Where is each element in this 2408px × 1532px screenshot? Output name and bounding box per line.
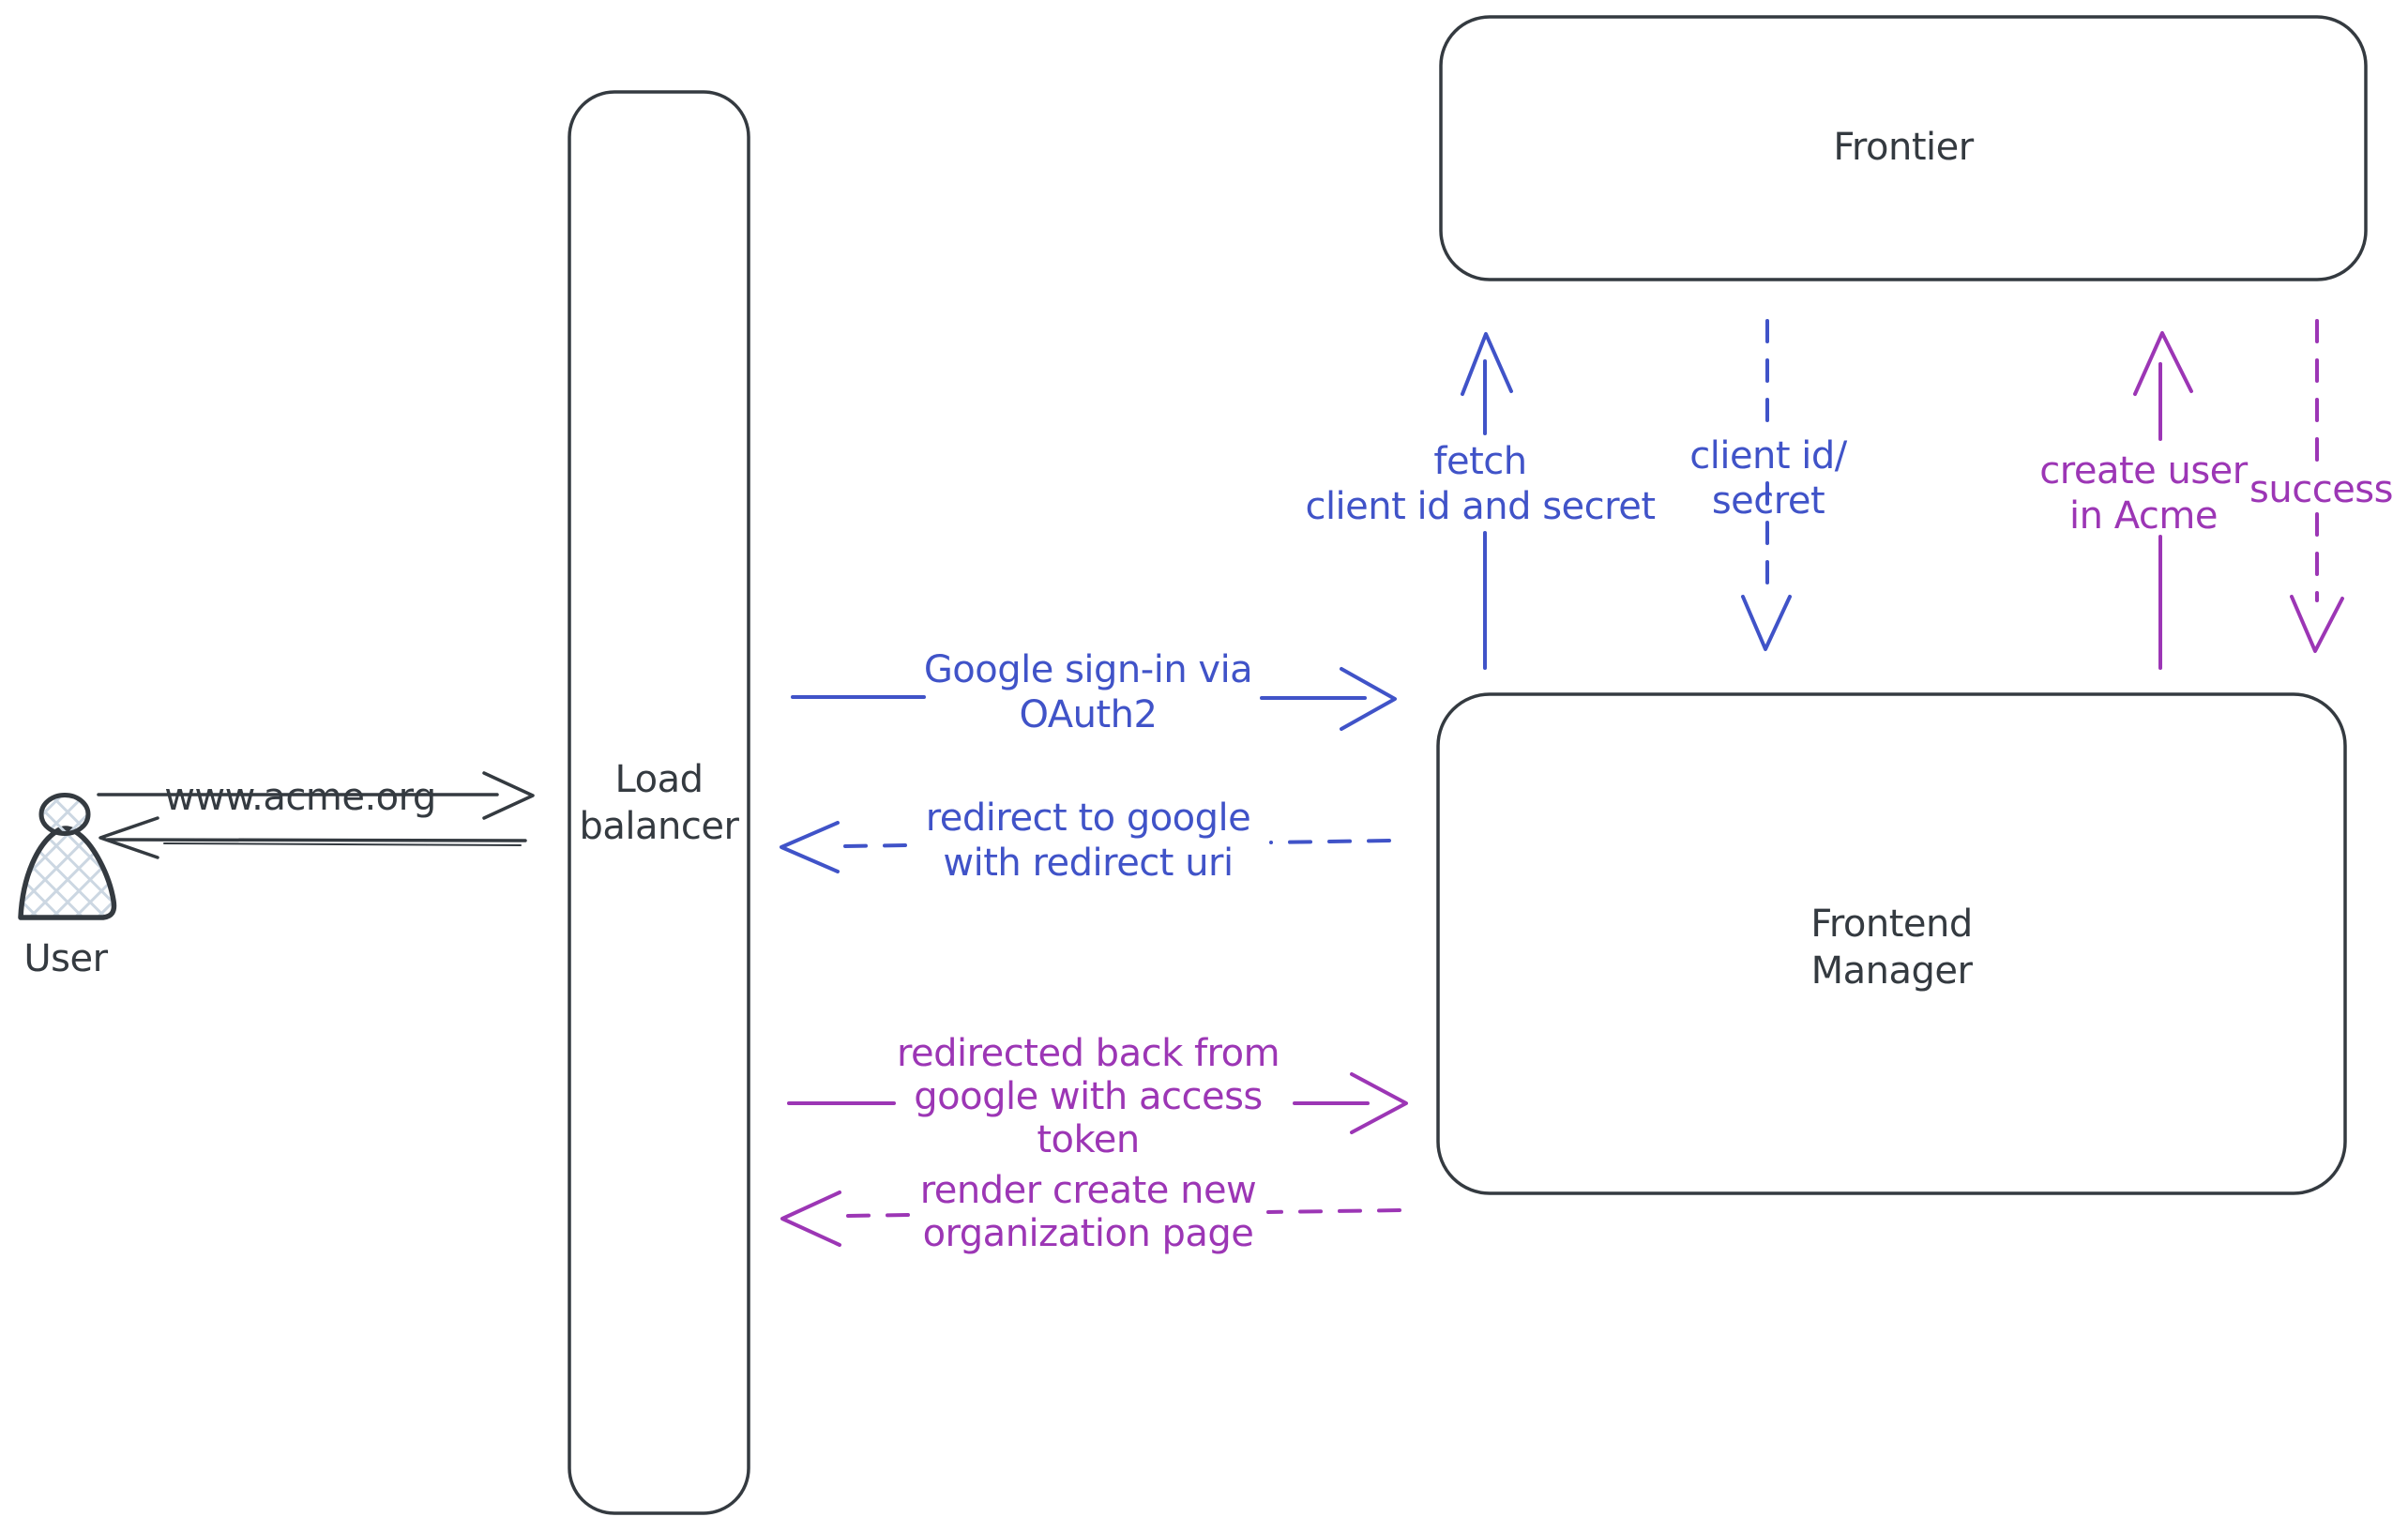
user-head xyxy=(38,793,91,836)
success-label: success xyxy=(2249,468,2393,511)
redirect-label-line2: with redirect uri xyxy=(943,842,1234,885)
signin-label-line1: Google sign-in via xyxy=(923,648,1253,691)
frontend-manager-label: Frontend Manager xyxy=(1438,901,2345,994)
client-id-label: client id/ secret xyxy=(1628,433,1909,523)
user-figure-icon xyxy=(18,793,117,920)
arrow-create-user xyxy=(2133,331,2193,670)
load-balancer-box xyxy=(568,90,750,1515)
frontend-manager-label-line2: Manager xyxy=(1810,949,1973,993)
www-acme-label: www.acme.org xyxy=(164,776,436,819)
create-user-label-line2: in Acme xyxy=(2069,494,2218,538)
fetch-label: fetch client id and secret xyxy=(1293,439,1668,529)
arrow-fetch xyxy=(1461,332,1513,670)
redirect-label: redirect to google with redirect uri xyxy=(863,796,1313,886)
frontier-box xyxy=(1439,15,2368,281)
frontend-manager-label-line1: Frontend xyxy=(1810,903,1973,946)
load-balancer-label: Load balancer xyxy=(569,756,749,850)
arrow-signin xyxy=(791,667,1397,731)
render-page-label-line1: render create new xyxy=(919,1169,1257,1212)
redirected-back-label-line3: token xyxy=(1037,1118,1140,1161)
frontend-manager-box xyxy=(1436,692,2347,1195)
arrow-redirect xyxy=(841,839,1391,848)
arrow-client-id-head xyxy=(1741,595,1792,651)
arrow-success-head xyxy=(2290,595,2344,653)
create-user-label-line1: create user xyxy=(2039,449,2248,493)
arrow-lb-to-user xyxy=(98,816,527,859)
create-user-label: create user in Acme xyxy=(2003,448,2284,538)
arrow-user-to-lb xyxy=(97,771,535,820)
user-label: User xyxy=(23,937,108,980)
client-id-label-line1: client id/ xyxy=(1689,434,1847,478)
fetch-label-line2: client id and secret xyxy=(1305,485,1656,528)
arrow-render-page xyxy=(842,1208,1401,1218)
arrow-redirected-back xyxy=(787,1072,1408,1134)
arrow-redirect-head xyxy=(780,821,840,873)
render-page-label: render create new organization page xyxy=(844,1169,1332,1255)
signin-label: Google sign-in via OAuth2 xyxy=(863,647,1313,737)
redirect-label-line1: redirect to google xyxy=(925,796,1251,840)
render-page-label-line2: organization page xyxy=(922,1212,1254,1255)
redirected-back-label-line2: google with access xyxy=(914,1075,1263,1118)
arrow-render-page-head xyxy=(780,1191,841,1247)
frontier-label: Frontier xyxy=(1833,126,1974,169)
redirected-back-label: redirected back from google with access … xyxy=(844,1032,1332,1161)
redirected-back-label-line1: redirected back from xyxy=(896,1032,1280,1075)
fetch-label-line1: fetch xyxy=(1433,440,1527,483)
user-body xyxy=(18,826,117,920)
load-balancer-label-line2: balancer xyxy=(579,805,739,848)
load-balancer-label-line1: Load xyxy=(614,758,704,801)
client-id-label-line2: secret xyxy=(1711,479,1825,523)
signin-label-line2: OAuth2 xyxy=(1019,693,1158,736)
